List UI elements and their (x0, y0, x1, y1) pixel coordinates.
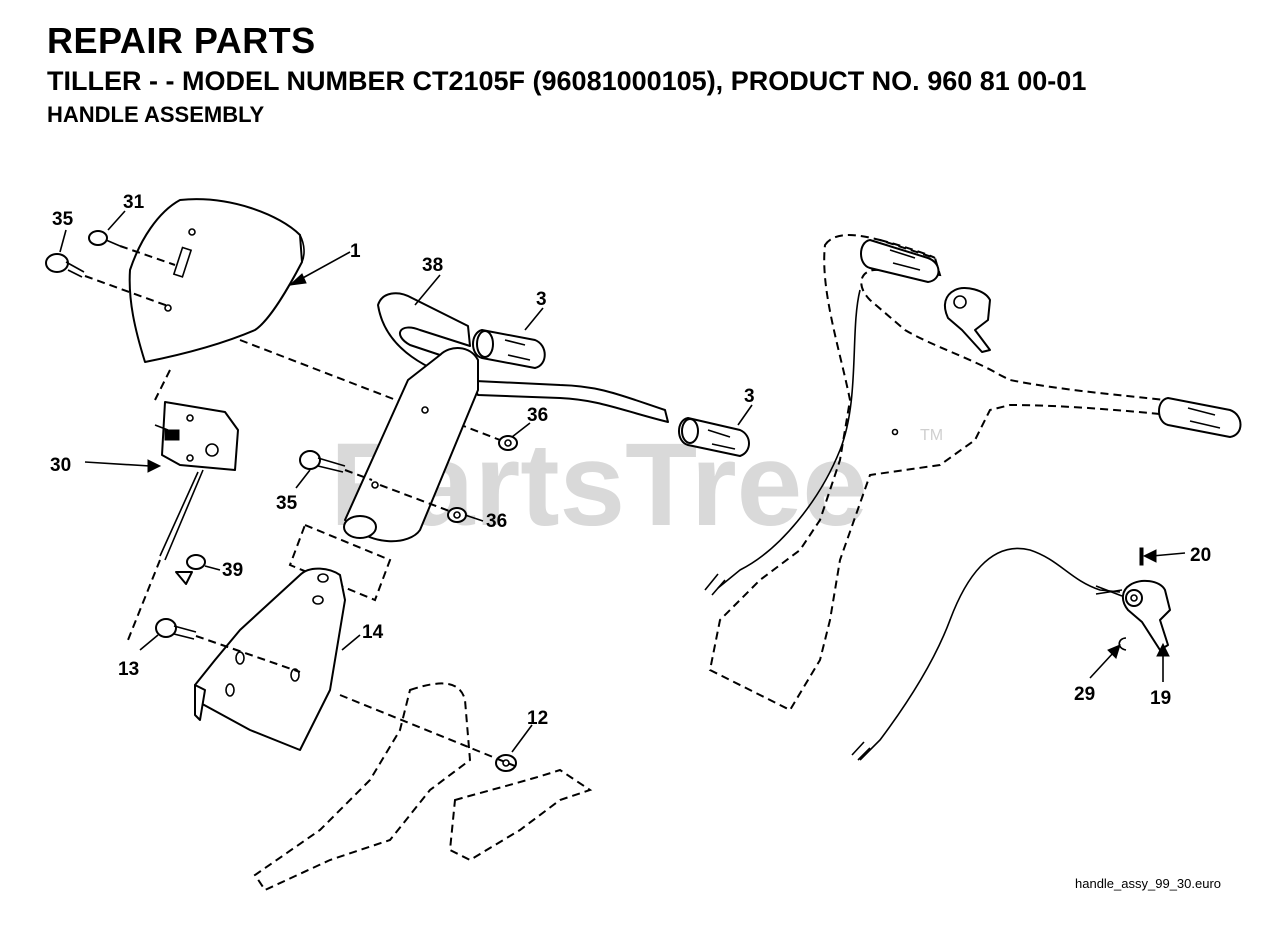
callout-29: 29 (1074, 684, 1095, 705)
part-35-carriage-bolt-upper[interactable] (45, 253, 85, 278)
callout-19: 19 (1150, 688, 1171, 709)
callout-20: 20 (1190, 545, 1211, 566)
control-cable (851, 547, 1123, 761)
right-grip-lower (1158, 397, 1242, 438)
callout-31: 31 (123, 192, 145, 213)
part-29-clip[interactable] (1118, 637, 1127, 651)
callout-35-upper: 35 (52, 209, 74, 230)
callout-14: 14 (362, 622, 384, 643)
right-control-lever (943, 287, 991, 353)
callout-36-lower: 36 (486, 511, 507, 532)
callout-12: 12 (527, 708, 548, 729)
model-subtitle: TILLER - - MODEL NUMBER CT2105F (9608100… (47, 66, 1087, 96)
part-1-handle-panel[interactable] (128, 198, 305, 363)
part-12-nut[interactable] (495, 754, 517, 772)
part-3-grip-lower[interactable] (678, 417, 750, 457)
part-19-control-lever[interactable] (1122, 579, 1171, 651)
part-14-mounting-bracket[interactable] (194, 567, 346, 751)
callout-3-upper: 3 (536, 289, 547, 310)
callout-39: 39 (222, 560, 243, 581)
callout-1: 1 (350, 241, 361, 262)
callout-13: 13 (118, 659, 139, 680)
callout-leaders (59, 210, 1186, 753)
part-39-spring-clip[interactable] (175, 554, 206, 585)
part-30-bracket-plate[interactable] (154, 401, 239, 471)
callout-35-lower: 35 (276, 493, 298, 514)
page-title: REPAIR PARTS (47, 20, 316, 61)
watermark-trademark: TM (920, 427, 943, 444)
section-title: HANDLE ASSEMBLY (47, 102, 265, 127)
right-grip-upper (860, 239, 940, 283)
part-20-pin[interactable] (1139, 547, 1144, 566)
callout-36-upper: 36 (527, 405, 548, 426)
part-36-nut-lower[interactable] (447, 507, 467, 523)
diagram-filename: handle_assy_99_30.euro (1075, 876, 1221, 891)
part-38-handlebar[interactable] (343, 292, 669, 543)
part-36-nut-upper[interactable] (498, 435, 518, 451)
tiller-frame-outline (253, 682, 593, 892)
part-3-grip-upper[interactable] (472, 329, 546, 369)
part-13-bolt[interactable] (155, 618, 197, 640)
part-35-carriage-bolt-lower[interactable] (299, 450, 346, 473)
callout-3-lower: 3 (744, 386, 755, 407)
part-31-bolt[interactable] (88, 230, 121, 247)
assembled-handle-outline (708, 234, 1172, 712)
callout-30: 30 (50, 455, 71, 476)
callout-38: 38 (422, 255, 443, 276)
